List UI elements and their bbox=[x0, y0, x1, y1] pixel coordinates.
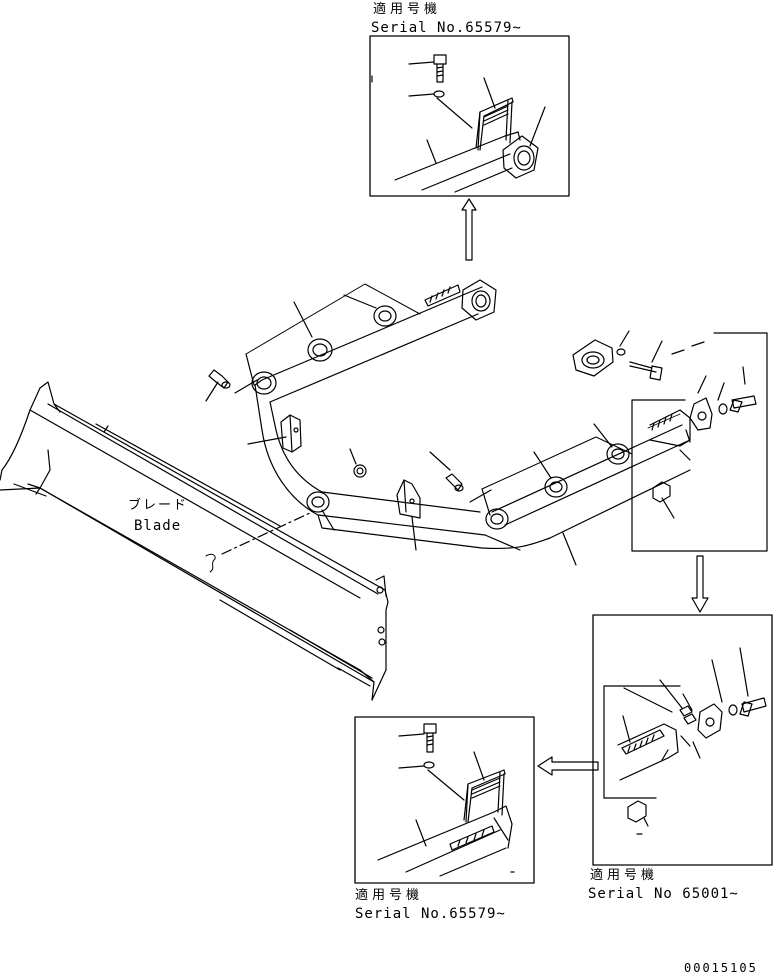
blade-label-en: Blade bbox=[134, 518, 182, 534]
bolt-icon bbox=[730, 396, 756, 412]
grease-fitting-icon bbox=[209, 370, 230, 388]
beam-icon bbox=[395, 136, 512, 192]
serial-top: Serial No.65579~ bbox=[371, 20, 522, 36]
washer-icon bbox=[719, 404, 727, 414]
bolt-icon bbox=[434, 55, 446, 82]
arrow-left-icon bbox=[538, 757, 598, 775]
washer-icon bbox=[729, 705, 737, 715]
detail-box-top bbox=[370, 36, 569, 196]
bolt-icon bbox=[740, 698, 766, 716]
frame-assembly bbox=[206, 280, 690, 565]
clamp-icon bbox=[698, 704, 722, 738]
serial-bottom-right: Serial No 65001~ bbox=[588, 886, 739, 902]
serial-bottom-left: Serial No.65579~ bbox=[355, 906, 506, 922]
clamp-icon bbox=[690, 398, 712, 430]
drawing-number: 00015105 bbox=[684, 961, 758, 975]
nut-icon bbox=[628, 801, 646, 822]
detail-box-bottom-right bbox=[593, 615, 772, 865]
washer-icon bbox=[424, 762, 434, 768]
blade-icon bbox=[0, 382, 388, 700]
serial-top-jp: 適用号機 bbox=[373, 2, 442, 17]
bolt-icon bbox=[424, 724, 436, 752]
coupling-icon bbox=[503, 132, 538, 178]
nut-icon bbox=[653, 482, 670, 502]
washer-icon bbox=[617, 349, 625, 355]
detail-box-bottom-left bbox=[355, 717, 534, 883]
coupling-icon bbox=[573, 340, 613, 376]
trunnion-icon bbox=[307, 444, 629, 529]
arrow-down-icon bbox=[692, 556, 708, 612]
blade-label-jp: ブレード bbox=[128, 498, 189, 513]
bracket-icon bbox=[397, 480, 420, 518]
serial-bottom-left-jp: 適用号機 bbox=[355, 888, 424, 903]
grease-fitting-icon bbox=[446, 474, 463, 491]
bolt-icon bbox=[630, 362, 662, 380]
washer-icon bbox=[434, 91, 444, 97]
connection-dashed-line bbox=[206, 512, 312, 572]
bracket-icon bbox=[464, 770, 505, 822]
coupling-icon bbox=[425, 280, 496, 320]
arrow-up-icon bbox=[462, 199, 476, 260]
trunnion-icon bbox=[252, 306, 396, 394]
bracket-icon bbox=[281, 415, 301, 452]
detail-box-middle bbox=[573, 331, 767, 551]
bracket-icon bbox=[476, 98, 513, 150]
serial-bottom-right-jp: 適用号機 bbox=[590, 868, 659, 883]
beam-icon bbox=[378, 806, 512, 876]
shim-icon bbox=[680, 706, 696, 724]
